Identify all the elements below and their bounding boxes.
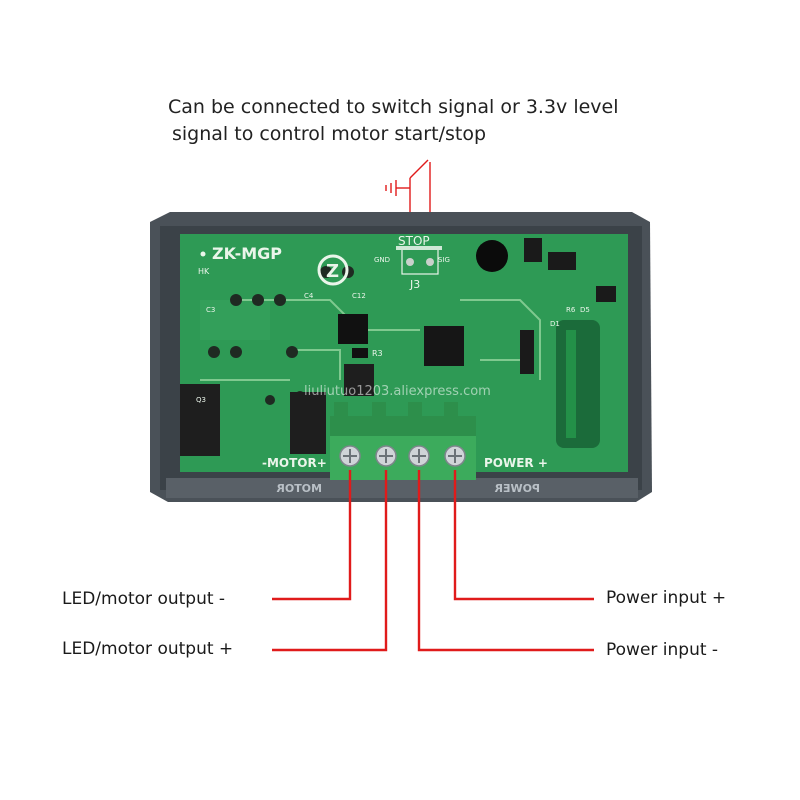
watermark: liuliutuo1203.aliexpress.com	[304, 384, 491, 399]
brand-logo-glyph: Z	[326, 261, 339, 282]
board-motor: -MOTOR+	[262, 456, 327, 470]
lead-power-minus	[417, 470, 594, 652]
pcb-trace-2	[290, 349, 341, 380]
board-r3: R3	[372, 349, 383, 358]
terminal-post-1	[334, 402, 348, 418]
mosfet-small	[344, 364, 374, 396]
board-d5: D5	[580, 306, 590, 314]
terminal-screws	[339, 445, 466, 467]
pcb-pad-area	[200, 300, 270, 340]
label-led-motor-output-minus: LED/motor output -	[62, 589, 226, 609]
mosfet-q3	[180, 384, 220, 456]
housing-lip	[166, 478, 638, 498]
stop-bar	[396, 246, 442, 250]
board-c4: C4	[304, 292, 314, 300]
chip-small	[352, 348, 368, 358]
label-led-motor-output-plus: LED/motor output +	[62, 639, 234, 659]
board-dot	[200, 251, 206, 257]
top-caption: Can be connected to switch signal or 3.3…	[168, 94, 638, 148]
housing-power-mirror: POWER	[494, 482, 540, 495]
chip-diode	[596, 286, 616, 302]
chip-regulator	[548, 252, 576, 270]
chip-mcu	[424, 326, 464, 366]
board-sig: SIG	[438, 256, 450, 264]
pcb: Z ZK-MGP HK STOP GND SIG J3 C3 C4 C12 R3	[180, 234, 628, 472]
board-hk: HK	[198, 267, 210, 276]
board-model: ZK-MGP	[212, 244, 282, 263]
pcb-trace-3	[460, 299, 541, 380]
terminal-block	[330, 402, 476, 480]
terminal-top	[330, 416, 476, 440]
capacitor-stripe	[566, 330, 576, 438]
terminal-post-2	[372, 402, 386, 418]
brand-logo-icon	[317, 254, 349, 286]
chip-u1	[338, 314, 368, 344]
mosfet-q2	[290, 392, 326, 454]
board-c3: C3	[206, 306, 215, 314]
label-power-input-minus: Power input -	[606, 640, 719, 660]
chip-resistor-array	[520, 330, 534, 374]
board-c12: C12	[352, 292, 366, 300]
pcb-holes	[208, 266, 354, 405]
housing-mirror-text: MOTOR POWER	[276, 482, 540, 495]
housing-motor-mirror: MOTOR	[276, 482, 322, 495]
chip-transistor	[524, 238, 542, 262]
switch-blade	[409, 159, 429, 179]
caption-line-1: Can be connected to switch signal or 3.3…	[168, 96, 619, 118]
label-power-input-plus: Power input +	[606, 588, 727, 608]
j3-pin-gnd	[406, 258, 414, 266]
board-q3: Q3	[196, 396, 206, 404]
board-gnd: GND	[374, 256, 390, 264]
caption-line-2: signal to control motor start/stop	[172, 123, 487, 145]
leader-lines	[272, 470, 594, 652]
lead-power-plus	[453, 470, 594, 601]
lead-led-plus	[272, 470, 388, 652]
j3-pin-sig	[426, 258, 434, 266]
buzzer	[476, 240, 508, 272]
lead-led-minus	[272, 470, 352, 601]
capacitor	[556, 320, 600, 448]
board-power: POWER +	[484, 456, 548, 470]
board-j3: J3	[409, 278, 420, 291]
board-stop: STOP	[398, 234, 430, 248]
board-r6: R6	[566, 306, 576, 314]
board-d1: D1	[550, 320, 560, 328]
terminal-post-3	[408, 402, 422, 418]
terminal-post-4	[444, 402, 458, 418]
